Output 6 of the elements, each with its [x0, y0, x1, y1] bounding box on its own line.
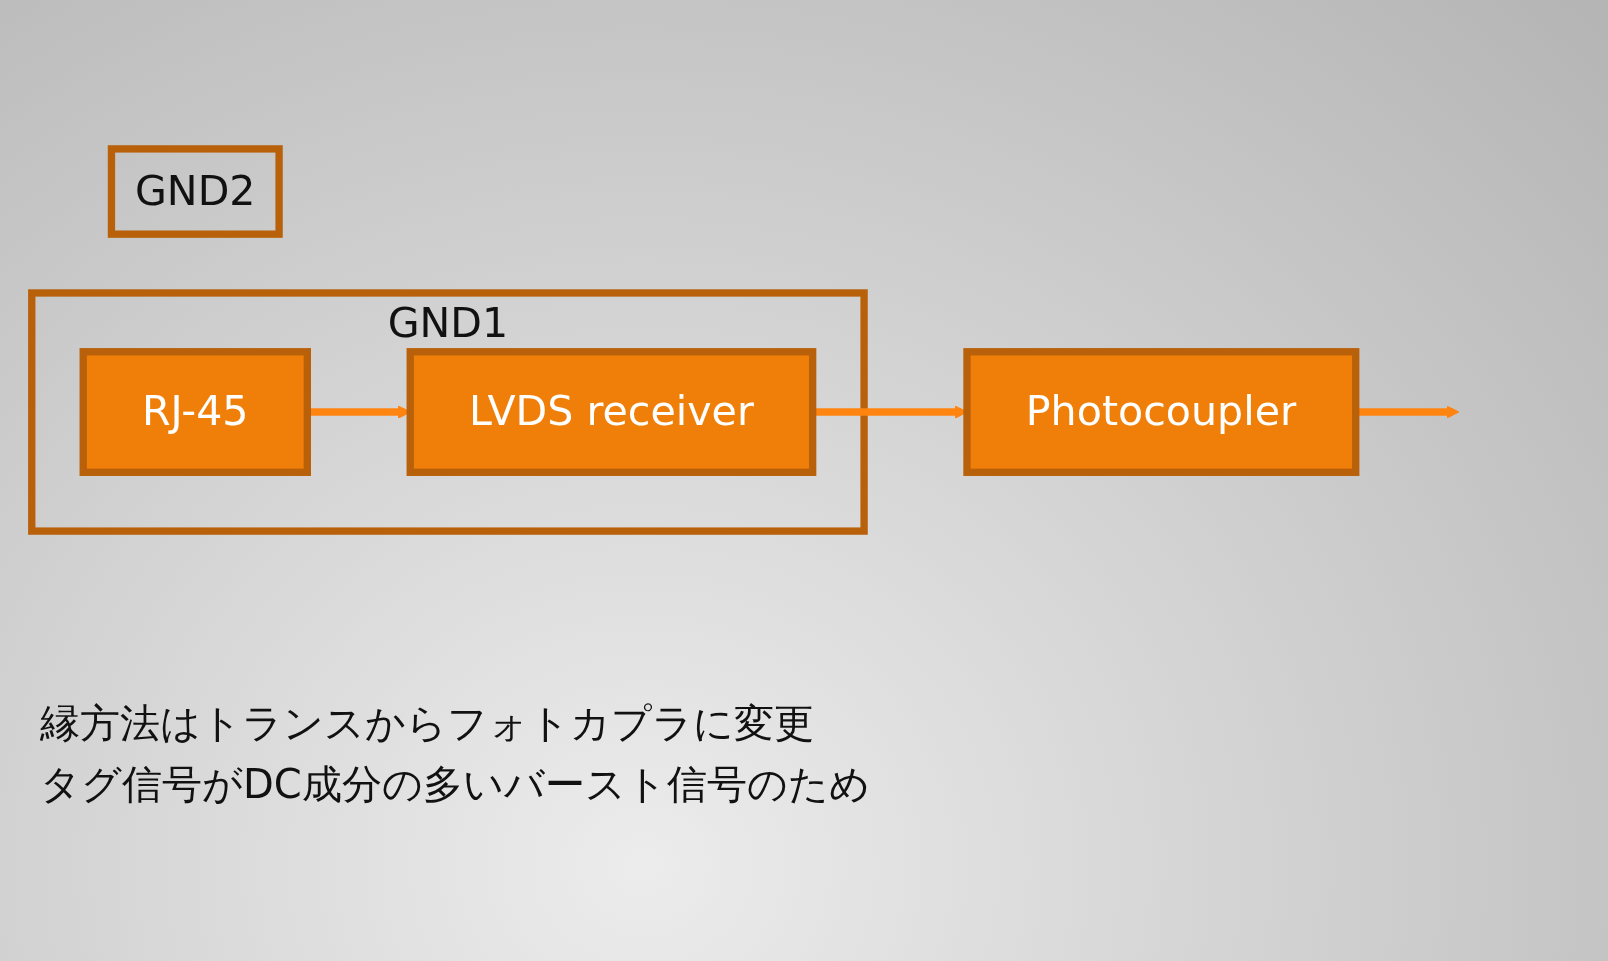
node-box: Photocoupler — [963, 348, 1360, 476]
node-box: LVDS receiver — [406, 348, 817, 476]
note-text: 縁方法はトランスからフォトカプラに変更 — [40, 699, 814, 748]
node-box: RJ-45 — [79, 348, 311, 476]
node-box: GND2 — [107, 145, 283, 238]
note-text: タグ信号がDC成分の多いバースト信号のため — [40, 760, 870, 809]
